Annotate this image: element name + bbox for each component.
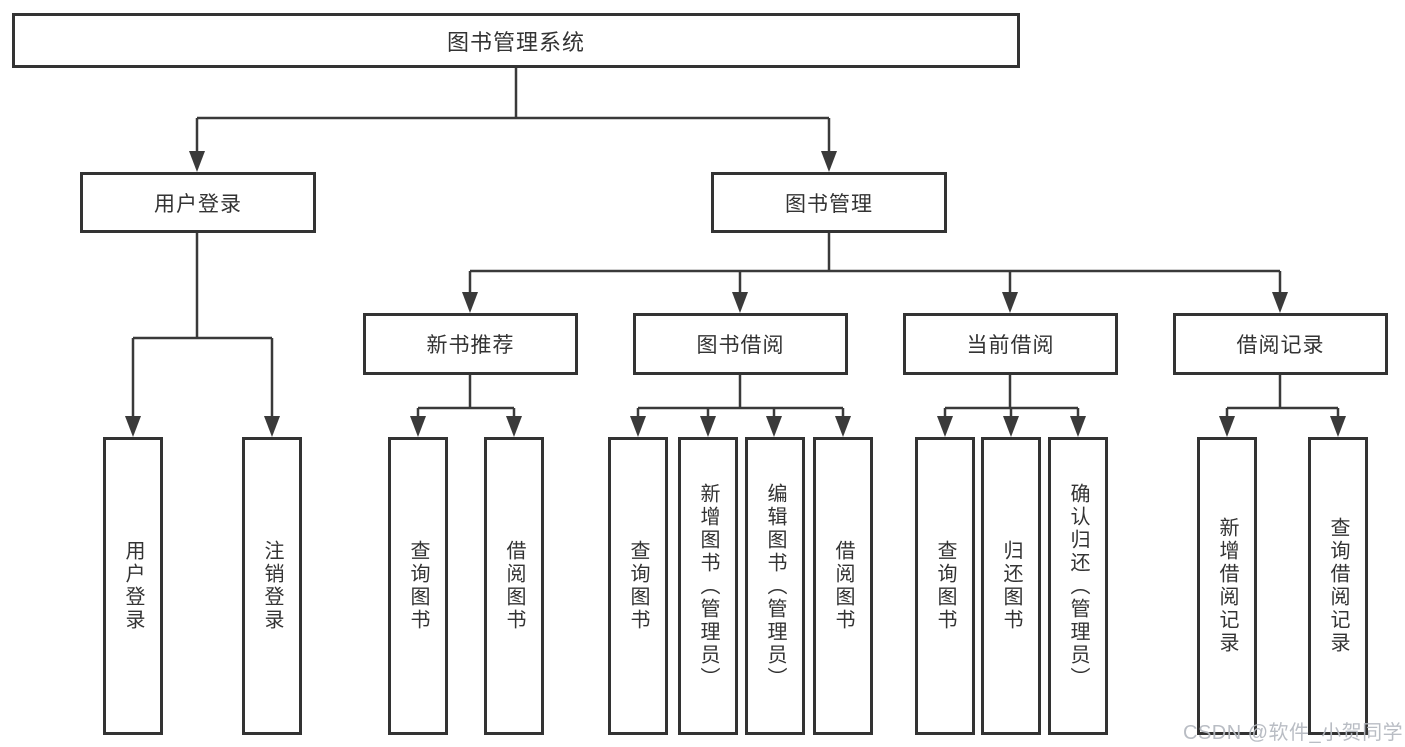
node-user-login: 用户登录	[80, 172, 316, 233]
leaf-user-login: 用户登录	[103, 437, 163, 735]
arrow-icon	[732, 292, 748, 313]
arrow-icon	[937, 416, 953, 437]
arrow-icon	[462, 292, 478, 313]
arrow-icon	[125, 416, 141, 437]
node-library-management-system: 图书管理系统	[12, 13, 1020, 68]
node-label: 图书管理系统	[446, 29, 585, 55]
node-new-book-recommend: 新书推荐	[363, 313, 578, 375]
leaf-confirm-return-admin: 确认归还（管理员）	[1048, 437, 1108, 735]
connector-userlogin-to-leaves	[131, 233, 274, 418]
node-label: 图书借阅	[696, 334, 785, 357]
node-label: 借阅图书	[832, 540, 854, 632]
arrow-icon	[766, 416, 782, 437]
node-label: 借阅记录	[1236, 334, 1325, 357]
leaf-add-books-admin: 新增图书（管理员）	[678, 437, 738, 735]
leaf-query-books-recommend: 查询图书	[388, 437, 448, 735]
connector-root-to-level1	[195, 68, 831, 153]
arrow-icon	[630, 416, 646, 437]
arrow-icon	[700, 416, 716, 437]
node-label: 借阅图书	[503, 540, 525, 632]
node-label: 注销登录	[261, 540, 283, 632]
connector-records-to-leaves	[1225, 375, 1340, 418]
leaf-query-borrow-record: 查询借阅记录	[1308, 437, 1368, 735]
arrow-icon	[189, 151, 205, 172]
arrow-icon	[1002, 292, 1018, 313]
leaf-borrow-books: 借阅图书	[813, 437, 873, 735]
node-label: 新书推荐	[426, 334, 515, 357]
leaf-borrow-books-recommend: 借阅图书	[484, 437, 544, 735]
arrow-icon	[264, 416, 280, 437]
node-label: 新增借阅记录	[1216, 517, 1238, 655]
node-label: 图书管理	[785, 192, 873, 216]
node-label: 编辑图书（管理员）	[764, 482, 786, 690]
node-label: 查询图书	[407, 540, 429, 632]
csdn-watermark: CSDN @软件_小贺同学	[1183, 722, 1404, 744]
node-label: 查询图书	[934, 540, 956, 632]
leaf-add-borrow-record: 新增借阅记录	[1197, 437, 1257, 735]
leaf-logout: 注销登录	[242, 437, 302, 735]
arrow-icon	[821, 151, 837, 172]
node-label: 用户登录	[122, 540, 144, 632]
node-label: 归还图书	[1000, 540, 1022, 632]
leaf-query-books-current: 查询图书	[915, 437, 975, 735]
node-label: 确认归还（管理员）	[1067, 482, 1089, 690]
connector-newbook-to-leaves	[416, 375, 516, 418]
leaf-return-books: 归还图书	[981, 437, 1041, 735]
arrow-icon	[1330, 416, 1346, 437]
arrow-icon	[1070, 416, 1086, 437]
arrow-icon	[506, 416, 522, 437]
arrow-icon	[1272, 292, 1288, 313]
node-current-borrow: 当前借阅	[903, 313, 1118, 375]
node-book-borrow: 图书借阅	[633, 313, 848, 375]
node-label: 用户登录	[154, 192, 242, 216]
arrow-icon	[410, 416, 426, 437]
connector-current-to-leaves	[943, 375, 1080, 418]
node-label: 查询借阅记录	[1327, 517, 1349, 655]
node-label: 当前借阅	[966, 334, 1055, 357]
leaf-edit-books-admin: 编辑图书（管理员）	[745, 437, 805, 735]
node-label: 查询图书	[627, 540, 649, 632]
connector-borrow-to-leaves	[636, 375, 845, 418]
arrow-icon	[1219, 416, 1235, 437]
leaf-query-books-borrow: 查询图书	[608, 437, 668, 735]
arrow-icon	[835, 416, 851, 437]
node-label: 新增图书（管理员）	[697, 482, 719, 690]
node-book-management: 图书管理	[711, 172, 947, 233]
node-borrow-records: 借阅记录	[1173, 313, 1388, 375]
arrow-icon	[1003, 416, 1019, 437]
connector-mgmt-to-level2	[468, 233, 1282, 294]
